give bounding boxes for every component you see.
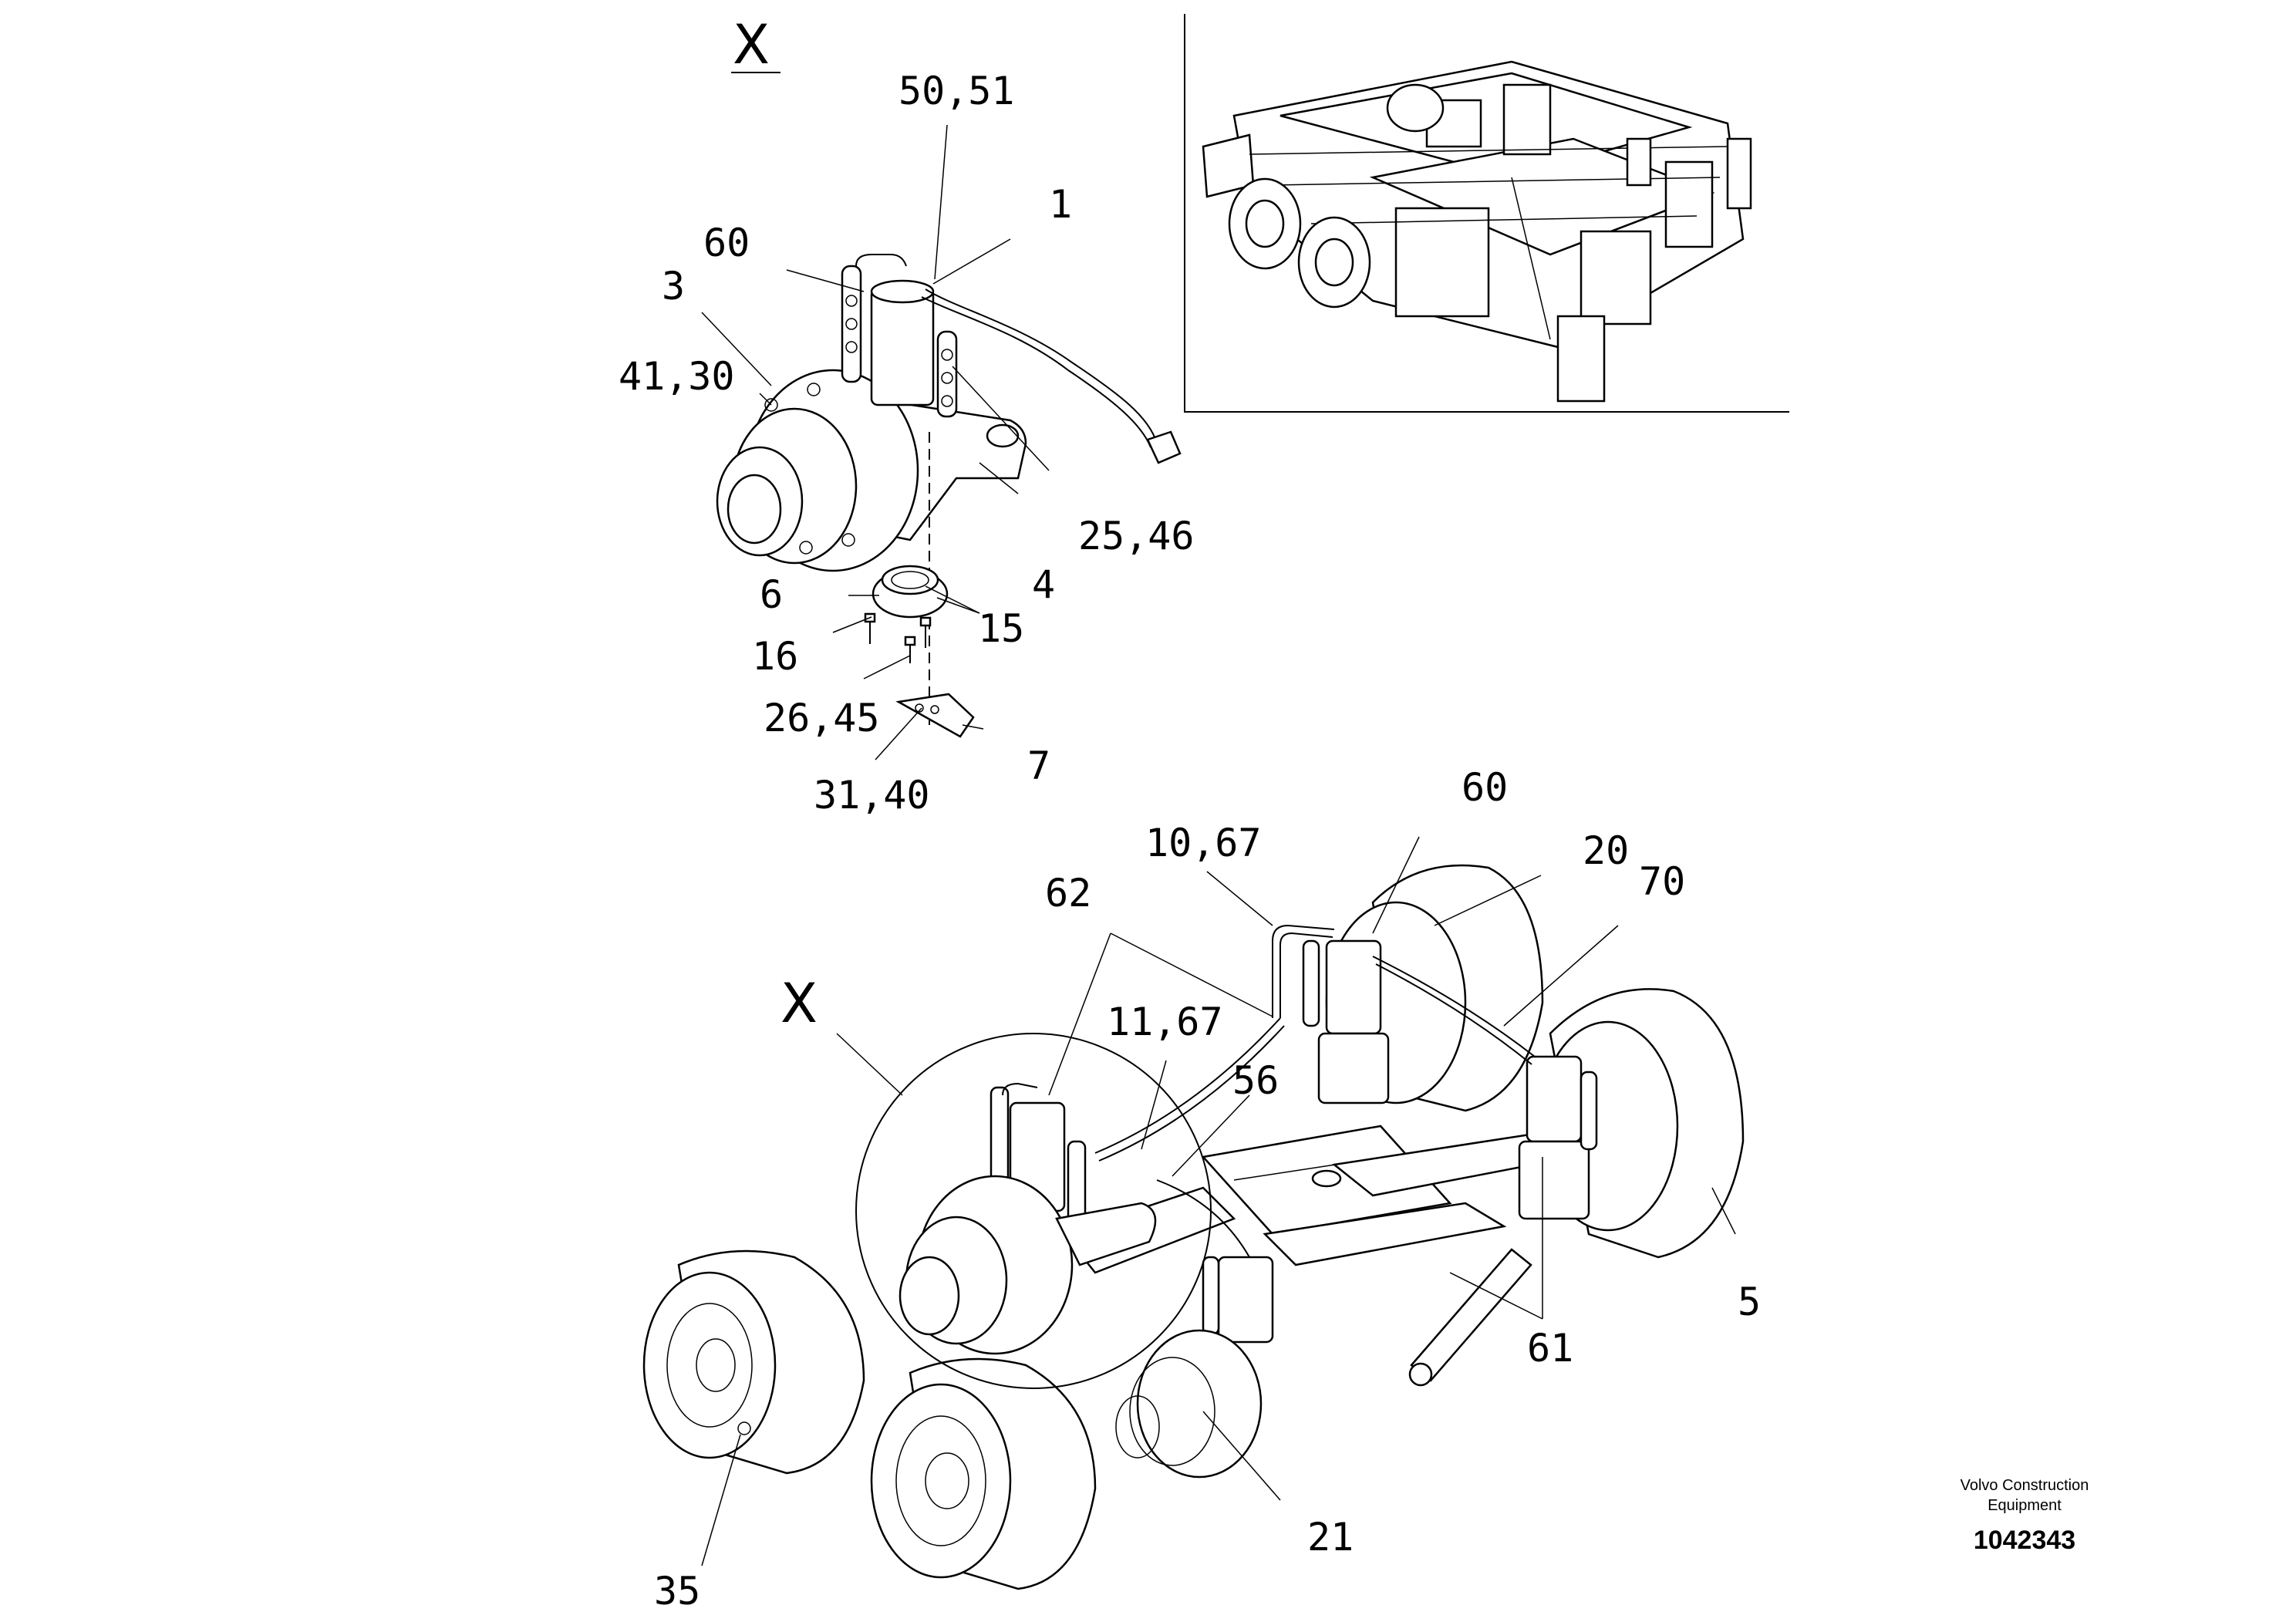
callout-70: 70 — [1639, 859, 1685, 904]
tire-front-left — [737, 1357, 1097, 1590]
spring-rear-right — [1302, 939, 1390, 1104]
detail-x-circle — [855, 1033, 1212, 1389]
overview-wheels — [1228, 83, 1445, 309]
bogie-assembly — [642, 864, 1745, 1590]
leader-lines-bottom — [701, 836, 1736, 1566]
callout-56: 56 — [1232, 1058, 1279, 1103]
callout-50-51: 50,51 — [899, 69, 1015, 113]
callout-15: 15 — [978, 606, 1024, 651]
callout-62: 62 — [1045, 871, 1091, 916]
callout-4: 4 — [1032, 562, 1055, 607]
spring-front-left — [1115, 1256, 1274, 1479]
detail-view-title: X — [733, 13, 770, 76]
callout-10-67: 10,67 — [1145, 821, 1262, 865]
callout-7: 7 — [1027, 744, 1050, 788]
callout-60-bottom: 60 — [1462, 765, 1508, 810]
brand-line-1: Volvo Construction — [1961, 1477, 2089, 1494]
hydraulic-hose — [925, 288, 1158, 444]
callout-11-67: 11,67 — [1107, 1000, 1223, 1044]
overview-inset — [1184, 14, 1789, 413]
bolts — [864, 612, 932, 663]
suspension-unit-exploded — [716, 254, 1182, 738]
air-spring — [841, 265, 958, 418]
callout-3: 3 — [662, 264, 685, 309]
bearing-ring — [872, 565, 949, 619]
detail-x-hub — [899, 1175, 1157, 1355]
spring-front-right — [1518, 1055, 1598, 1220]
callout-60-top: 60 — [703, 221, 750, 265]
brand-line-2: Equipment — [1988, 1497, 2062, 1514]
callout-20: 20 — [1583, 828, 1629, 873]
callout-26-45: 26,45 — [764, 696, 880, 740]
document-number: 1042343 — [1974, 1526, 2075, 1555]
detail-reference-x: X — [781, 972, 818, 1035]
callout-61: 61 — [1527, 1326, 1573, 1371]
callout-16: 16 — [752, 634, 798, 679]
callout-6: 6 — [760, 572, 783, 617]
callout-5: 5 — [1738, 1280, 1761, 1324]
callout-35: 35 — [654, 1569, 700, 1614]
callout-21: 21 — [1307, 1515, 1354, 1560]
wheel-hub — [716, 369, 919, 572]
callout-31-40: 31,40 — [814, 773, 930, 818]
callout-1: 1 — [1049, 182, 1072, 227]
leader-lines-top — [701, 124, 1050, 760]
mounting-plate — [895, 693, 975, 738]
title-block: Volvo Construction Equipment 1042343 — [1961, 1477, 2089, 1555]
tire-rear-left — [642, 1249, 865, 1475]
callout-25-46: 25,46 — [1078, 514, 1195, 558]
callout-41-30: 41,30 — [619, 354, 735, 399]
detail-x-spring — [990, 1082, 1087, 1236]
